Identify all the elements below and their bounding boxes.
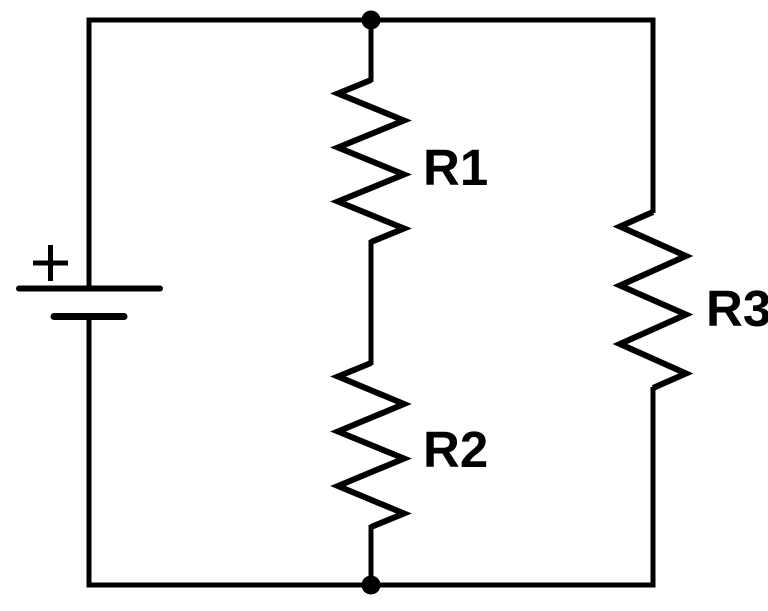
resistor-r1-label: R1 [423, 139, 488, 196]
junction-dot-bottom [361, 575, 381, 595]
battery-symbol [16, 245, 163, 320]
resistor-r1-zigzag [330, 77, 412, 245]
junction-dot-top [361, 10, 381, 30]
resistor-r3-label: R3 [706, 280, 768, 337]
resistor-r2-label: R2 [423, 421, 488, 478]
resistor-r3-zigzag [612, 209, 694, 391]
resistor-r2-zigzag [330, 360, 412, 530]
